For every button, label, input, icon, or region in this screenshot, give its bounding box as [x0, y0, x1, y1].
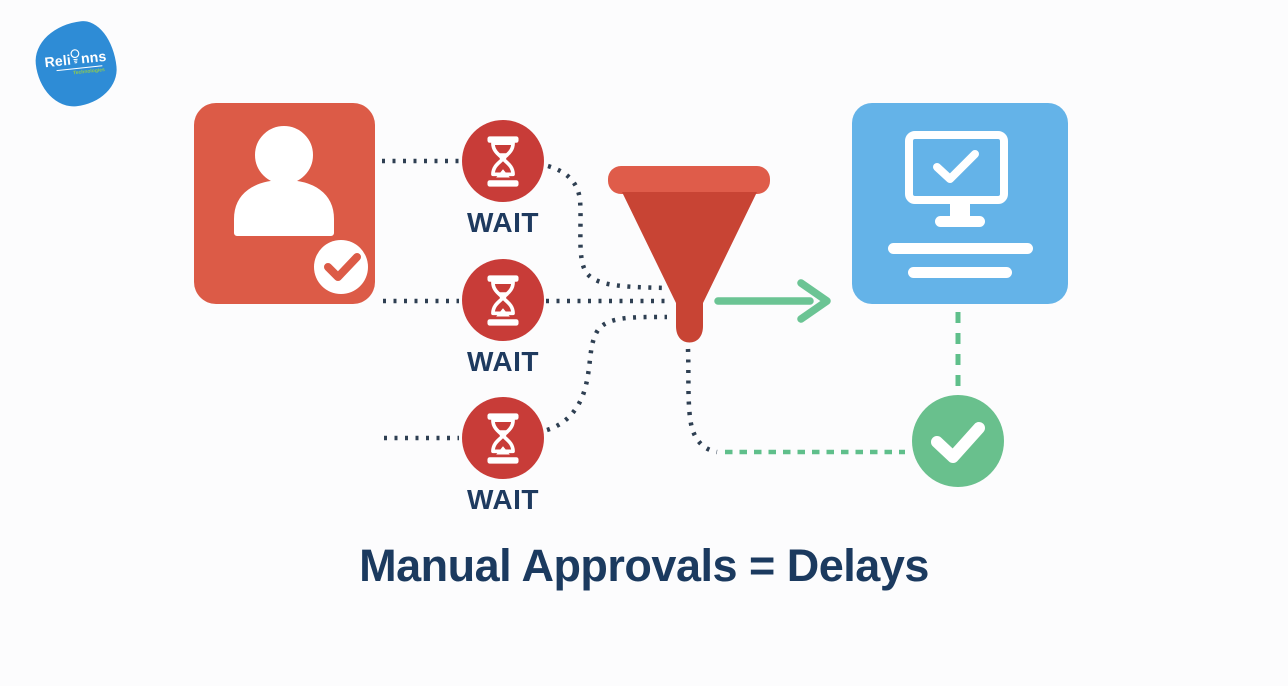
funnel-icon-rim [608, 166, 770, 194]
relinns-logo: Reli nns Technologies [31, 18, 121, 110]
wait-bubble [462, 259, 544, 341]
wait-node-3: WAIT [462, 397, 544, 516]
text-line-1 [888, 243, 1033, 254]
page-title: Manual Approvals = Delays [359, 540, 929, 591]
wait-label: WAIT [467, 484, 539, 515]
wait-bubble [462, 397, 544, 479]
text-line-2 [908, 267, 1012, 278]
lightbulb-icon [70, 48, 80, 63]
dotted-connector-1b [547, 163, 668, 291]
check-circle-icon [931, 422, 985, 463]
dotted-connector-funnel-out [685, 348, 718, 455]
wait-node-2: WAIT [462, 259, 544, 378]
wait-bubble [462, 120, 544, 202]
wait-node-1: WAIT [462, 120, 544, 239]
dotted-connector-3b [546, 314, 668, 433]
hourglass-icon [487, 135, 519, 187]
wait-label: WAIT [467, 346, 539, 377]
monitor-check-icon [888, 131, 1033, 278]
logo-brand: Reli nns [43, 47, 108, 71]
arrow-right-icon [714, 279, 831, 323]
hourglass-icon [487, 412, 519, 464]
wait-label: WAIT [467, 207, 539, 238]
logo-brand-left: Reli [43, 51, 72, 71]
hourglass-icon [487, 274, 519, 326]
funnel-icon [622, 192, 757, 343]
logo-blob: Reli nns Technologies [31, 18, 121, 110]
person-icon [234, 126, 334, 236]
check-badge-icon [314, 240, 368, 294]
approved-node [912, 395, 1004, 487]
system-card [852, 103, 1068, 304]
requester-card [194, 103, 375, 304]
logo-brand-right: nns [80, 47, 108, 67]
